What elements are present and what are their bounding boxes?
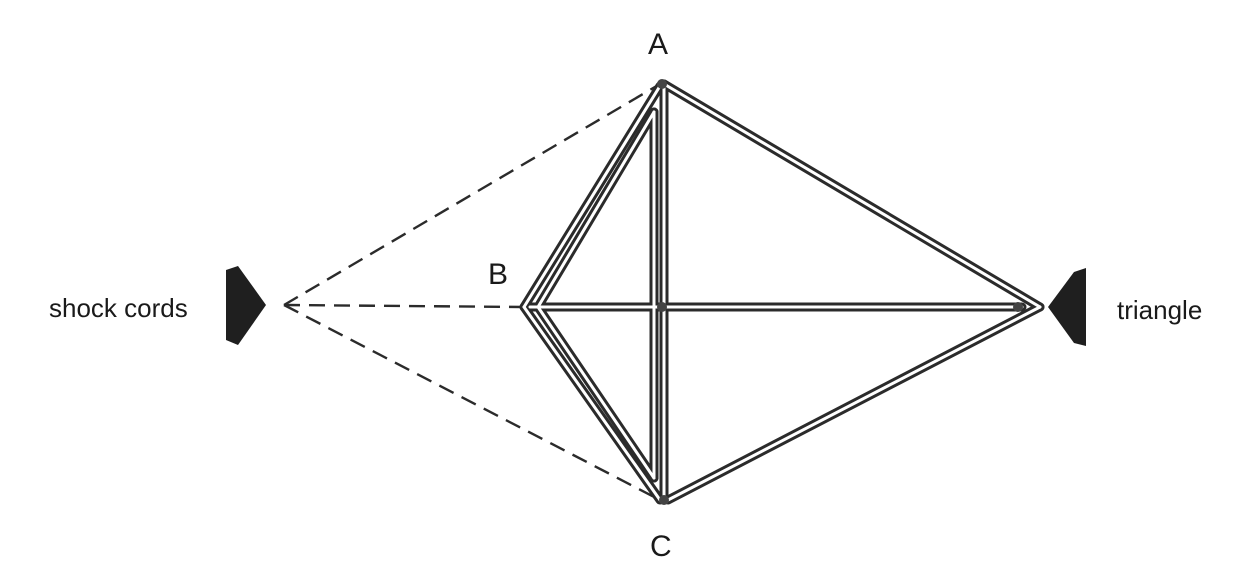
triangle-frame [519,79,1045,505]
shock-cords-label: shock cords [49,293,188,323]
joint-a [657,79,667,89]
left-pointer-arrow-icon [226,266,266,345]
joints-group [657,79,1023,505]
triangle-label: triangle [1117,295,1202,325]
point-label-c: C [650,530,672,563]
shock-cord-to-a [283,82,661,307]
shock-cord-to-c [283,303,661,502]
joint-c [659,495,669,505]
point-label-b: B [488,258,508,291]
shock-cords-group [283,82,661,502]
shock-cord-to-b [283,303,525,309]
joint-center [657,302,667,312]
point-label-a: A [648,28,668,61]
joint-right [1013,302,1023,312]
right-pointer-arrow-icon [1048,268,1086,346]
